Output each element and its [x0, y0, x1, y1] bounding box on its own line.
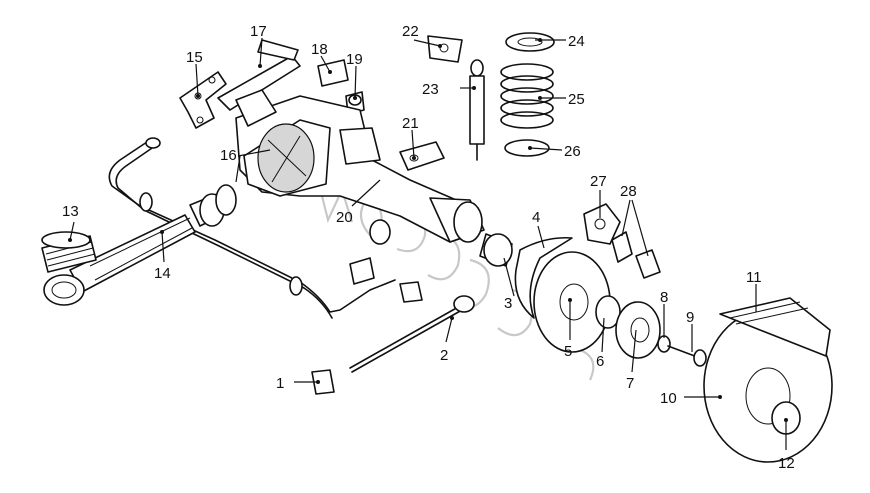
callout-1: 1 — [276, 375, 284, 392]
callout-20: 20 — [336, 209, 353, 226]
callout-24: 24 — [568, 33, 585, 50]
callout-22: 22 — [402, 23, 419, 40]
propeller-shaft — [43, 184, 237, 306]
callout-11: 11 — [746, 269, 762, 286]
callout-18: 18 — [311, 41, 328, 58]
brake-backplate — [514, 236, 573, 319]
callout-16: 16 — [220, 147, 237, 164]
lower-link — [311, 257, 475, 395]
bump-stop-bellows — [41, 231, 97, 273]
callout-17: 17 — [250, 23, 267, 40]
callout-25: 25 — [568, 91, 585, 108]
coil-spring — [500, 32, 555, 157]
callout-13: 13 — [62, 203, 79, 220]
callout-labels: 1 2 3 4 5 6 7 8 9 10 11 12 13 14 15 16 1… — [62, 23, 795, 472]
callout-7: 7 — [626, 375, 634, 392]
leader-lines — [68, 37, 788, 450]
callout-27: 27 — [590, 173, 607, 190]
callout-3: 3 — [504, 295, 512, 312]
brake-drum — [703, 297, 833, 463]
callout-8: 8 — [660, 289, 668, 306]
callout-9: 9 — [686, 309, 694, 326]
differential-housing — [235, 89, 513, 267]
callout-19: 19 — [346, 51, 363, 68]
callout-12: 12 — [778, 455, 795, 472]
callout-2: 2 — [440, 347, 448, 364]
shock-absorber — [427, 35, 485, 161]
anti-roll-bar — [108, 137, 396, 319]
callout-4: 4 — [532, 209, 540, 226]
callout-14: 14 — [154, 265, 171, 282]
mounting-plate — [399, 141, 445, 171]
callout-15: 15 — [186, 49, 203, 66]
callout-26: 26 — [564, 143, 581, 160]
callout-6: 6 — [596, 353, 604, 370]
callout-21: 21 — [402, 115, 419, 132]
callout-10: 10 — [660, 390, 677, 407]
hub-components — [595, 295, 707, 367]
callout-28: 28 — [620, 183, 637, 200]
callout-23: 23 — [422, 81, 439, 98]
callout-5: 5 — [564, 343, 572, 360]
